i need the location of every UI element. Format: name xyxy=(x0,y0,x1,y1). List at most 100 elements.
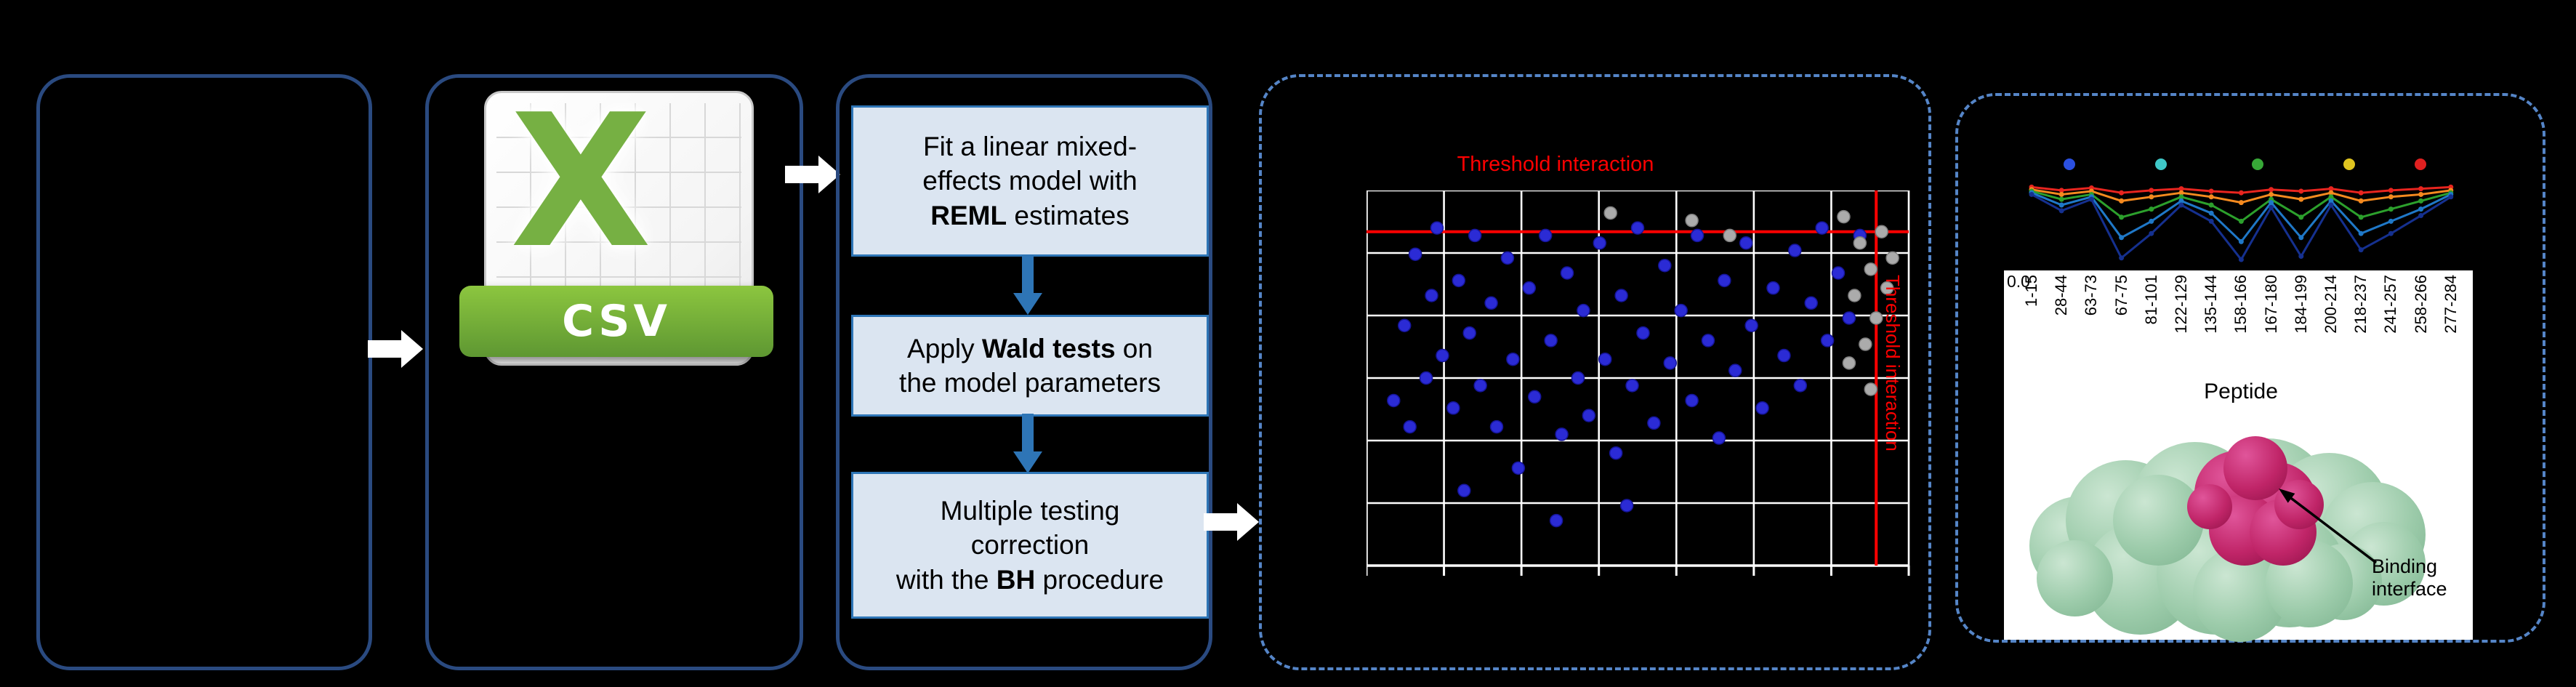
uptake-series-marker xyxy=(2418,191,2424,197)
data-point-significant xyxy=(1712,431,1726,445)
data-point-significant xyxy=(1739,236,1753,250)
uptake-series-marker xyxy=(2178,194,2184,200)
uptake-series-marker xyxy=(2328,190,2334,196)
data-point-nonsignificant xyxy=(1853,236,1867,250)
data-point-significant xyxy=(1468,228,1482,243)
data-point-nonsignificant xyxy=(1842,356,1856,370)
data-point-nonsignificant xyxy=(1837,209,1851,224)
input-data-panel xyxy=(36,74,372,670)
uptake-series-marker xyxy=(2208,218,2214,224)
data-point-significant xyxy=(1473,379,1487,393)
data-point-nonsignificant xyxy=(1885,251,1899,265)
data-point-significant xyxy=(1804,296,1818,310)
data-point-significant xyxy=(1577,303,1590,318)
step-text-line: Apply Wald tests on xyxy=(907,332,1153,366)
data-point-significant xyxy=(1489,419,1504,434)
uptake-series-marker xyxy=(2298,196,2304,202)
uptake-series-marker xyxy=(2388,230,2394,236)
data-point-significant xyxy=(1544,334,1558,347)
uptake-series-marker xyxy=(2328,194,2334,200)
data-point-significant xyxy=(1452,273,1466,288)
protein-surface-blob xyxy=(2037,540,2113,616)
uptake-series-marker xyxy=(2149,218,2154,224)
csv-file-panel: X CSV xyxy=(425,74,803,670)
binding-interface-label: Binding interface xyxy=(2372,555,2447,600)
uptake-series-marker xyxy=(2298,214,2304,220)
data-point-significant xyxy=(1549,513,1563,528)
step-text: with the xyxy=(895,564,997,595)
data-point-significant xyxy=(1500,251,1515,265)
data-point-nonsignificant xyxy=(1864,262,1878,276)
uptake-series-marker xyxy=(2058,196,2064,202)
uptake-series-marker xyxy=(2418,206,2424,212)
data-point-significant xyxy=(1663,356,1678,370)
uptake-series-marker xyxy=(2119,198,2125,204)
step-text: the model parameters xyxy=(899,368,1161,398)
step-text-line: Multiple testing xyxy=(941,494,1120,528)
data-point-nonsignificant xyxy=(1723,228,1737,243)
data-point-significant xyxy=(1403,419,1417,434)
uptake-series-marker xyxy=(2238,200,2244,206)
data-point-significant xyxy=(1430,221,1444,235)
data-point-significant xyxy=(1538,228,1553,243)
data-point-nonsignificant xyxy=(1603,206,1617,220)
uptake-series-marker xyxy=(2029,191,2034,197)
data-point-significant xyxy=(1658,258,1672,273)
threshold-interaction-label: Threshold interaction xyxy=(1457,153,1654,176)
data-point-significant xyxy=(1690,228,1704,243)
threshold-interaction-vertical-label: Threshold interaction xyxy=(1882,275,1904,451)
data-point-significant xyxy=(1582,409,1596,422)
data-point-significant xyxy=(1701,334,1715,347)
data-point-significant xyxy=(1793,379,1808,393)
uptake-series-marker xyxy=(2178,198,2184,204)
uptake-series-marker xyxy=(2418,198,2424,204)
uptake-series-marker xyxy=(2388,206,2394,212)
data-point-significant xyxy=(1766,281,1780,295)
peptide-axis-label: Peptide xyxy=(2204,379,2278,403)
timepoint-legend-dot xyxy=(2415,158,2426,170)
uptake-series-marker xyxy=(2058,191,2064,197)
timepoint-legend-dot xyxy=(2064,158,2075,170)
data-point-nonsignificant xyxy=(1848,289,1861,302)
step-text-line: with the BH procedure xyxy=(896,563,1164,597)
step-text: effects model with xyxy=(922,166,1138,196)
uptake-series-marker xyxy=(2388,218,2394,224)
data-point-significant xyxy=(1571,371,1585,385)
step-text-line: Fit a linear mixed- xyxy=(923,129,1137,164)
y-axis-tick-label: 0.0 xyxy=(2007,272,2030,291)
uptake-series-marker xyxy=(2208,188,2214,194)
uptake-series-marker xyxy=(2328,202,2334,208)
data-point-significant xyxy=(1820,334,1835,347)
data-point-nonsignificant xyxy=(1880,281,1894,295)
data-point-significant xyxy=(1777,348,1791,363)
step-bold-text: BH xyxy=(996,564,1036,595)
data-point-significant xyxy=(1419,371,1433,385)
data-point-significant xyxy=(1636,326,1650,340)
uptake-series-marker xyxy=(2149,230,2154,236)
uptake-line-chart xyxy=(2029,158,2454,262)
binding-interface-arrow xyxy=(2279,489,2378,564)
uptake-series-marker xyxy=(2119,235,2125,241)
step-text-line: correction xyxy=(971,528,1089,562)
uptake-series-marker xyxy=(2328,198,2334,204)
data-point-significant xyxy=(1511,461,1526,475)
data-point-significant xyxy=(1598,352,1612,366)
uptake-series-marker xyxy=(2058,202,2064,208)
uptake-series-marker xyxy=(2178,190,2184,196)
step-bold-text: REML xyxy=(930,200,1007,230)
data-point-significant xyxy=(1457,483,1471,498)
data-point-nonsignificant xyxy=(1864,382,1878,396)
uptake-series-marker xyxy=(2119,214,2125,220)
data-point-nonsignificant xyxy=(1859,337,1872,351)
data-point-significant xyxy=(1815,221,1829,235)
csv-ribbon-label: CSV xyxy=(562,296,671,347)
data-point-significant xyxy=(1436,348,1449,363)
data-point-significant xyxy=(1744,318,1758,333)
data-point-significant xyxy=(1755,401,1769,415)
uptake-series-marker xyxy=(2119,255,2125,261)
uptake-series-marker xyxy=(2358,230,2364,236)
data-point-significant xyxy=(1685,393,1699,408)
uptake-series-marker xyxy=(2269,204,2274,210)
